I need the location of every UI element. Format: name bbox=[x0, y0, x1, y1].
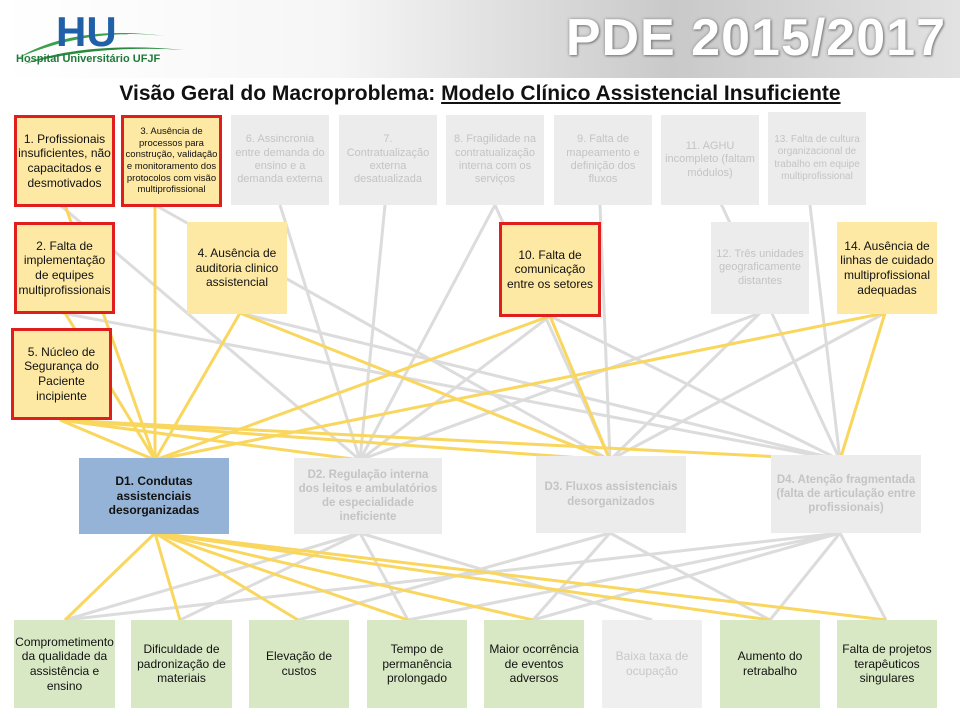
cause-1: 1. Profissionais insuficientes, não capa… bbox=[14, 115, 115, 207]
svg-text:HU: HU bbox=[56, 8, 117, 55]
descriptor-d1: D1. Condutas assistenciais desorganizada… bbox=[79, 458, 229, 534]
cause-13: 13. Falta de cultura organizacional de t… bbox=[768, 112, 866, 205]
cause-6: 6. Assincronia entre demanda do ensino e… bbox=[231, 115, 329, 205]
pde-title: PDE 2015/2017 bbox=[565, 9, 946, 67]
cause-8: 8. Fragilidade na contratualização inter… bbox=[446, 115, 544, 205]
cause-14: 14. Ausência de linhas de cuidado multip… bbox=[837, 222, 937, 314]
cause-4: 4. Ausência de auditoria clinico assiste… bbox=[187, 222, 287, 314]
cause-3: 3. Ausência de processos para construção… bbox=[121, 115, 222, 207]
consequence-2: Dificuldade de padronização de materiais bbox=[131, 620, 232, 708]
descriptor-d3: D3. Fluxos assistenciais desorganizados bbox=[536, 456, 686, 533]
hu-logo-icon: HU bbox=[18, 8, 184, 64]
title-underlined: Modelo Clínico Assistencial Insuficiente bbox=[441, 82, 841, 105]
consequence-5: Maior ocorrência de eventos adversos bbox=[484, 620, 584, 708]
consequence-4: Tempo de permanência prolongado bbox=[367, 620, 467, 708]
cause-5: 5. Núcleo de Segurança do Paciente incip… bbox=[11, 328, 112, 420]
highlight-connectors bbox=[59, 204, 887, 622]
descriptor-d4: D4. Atenção fragmentada (falta de articu… bbox=[771, 455, 921, 533]
consequence-3: Elevação de custos bbox=[249, 620, 349, 708]
consequence-8: Falta de projetos terapêuticos singulare… bbox=[837, 620, 937, 708]
cause-9: 9. Falta de mapeamento e definição dos f… bbox=[554, 115, 652, 205]
cause-10: 10. Falta de comunicação entre os setore… bbox=[499, 222, 601, 317]
consequence-1: Comprometimento da qualidade da assistên… bbox=[14, 620, 115, 708]
cause-2: 2. Falta de implementação de equipes mul… bbox=[14, 222, 115, 314]
cause-12: 12. Três unidades geograficamente distan… bbox=[711, 222, 809, 314]
title-prefix: Visão Geral do Macroproblema: bbox=[119, 82, 442, 105]
cause-11: 11. AGHU incompleto (faltam módulos) bbox=[661, 115, 759, 205]
consequence-6: Baixa taxa de ocupação bbox=[602, 620, 702, 708]
descriptor-d2: D2. Regulação interna dos leitos e ambul… bbox=[294, 458, 442, 534]
page-title: Visão Geral do Macroproblema: Modelo Clí… bbox=[0, 82, 960, 106]
cause-7: 7. Contratualização externa desatualizad… bbox=[339, 115, 437, 205]
header-banner: HU Hospital Universitário UFJF PDE 2015/… bbox=[0, 0, 960, 78]
logo-subtitle: Hospital Universitário UFJF bbox=[16, 53, 161, 65]
consequence-7: Aumento do retrabalho bbox=[720, 620, 820, 708]
